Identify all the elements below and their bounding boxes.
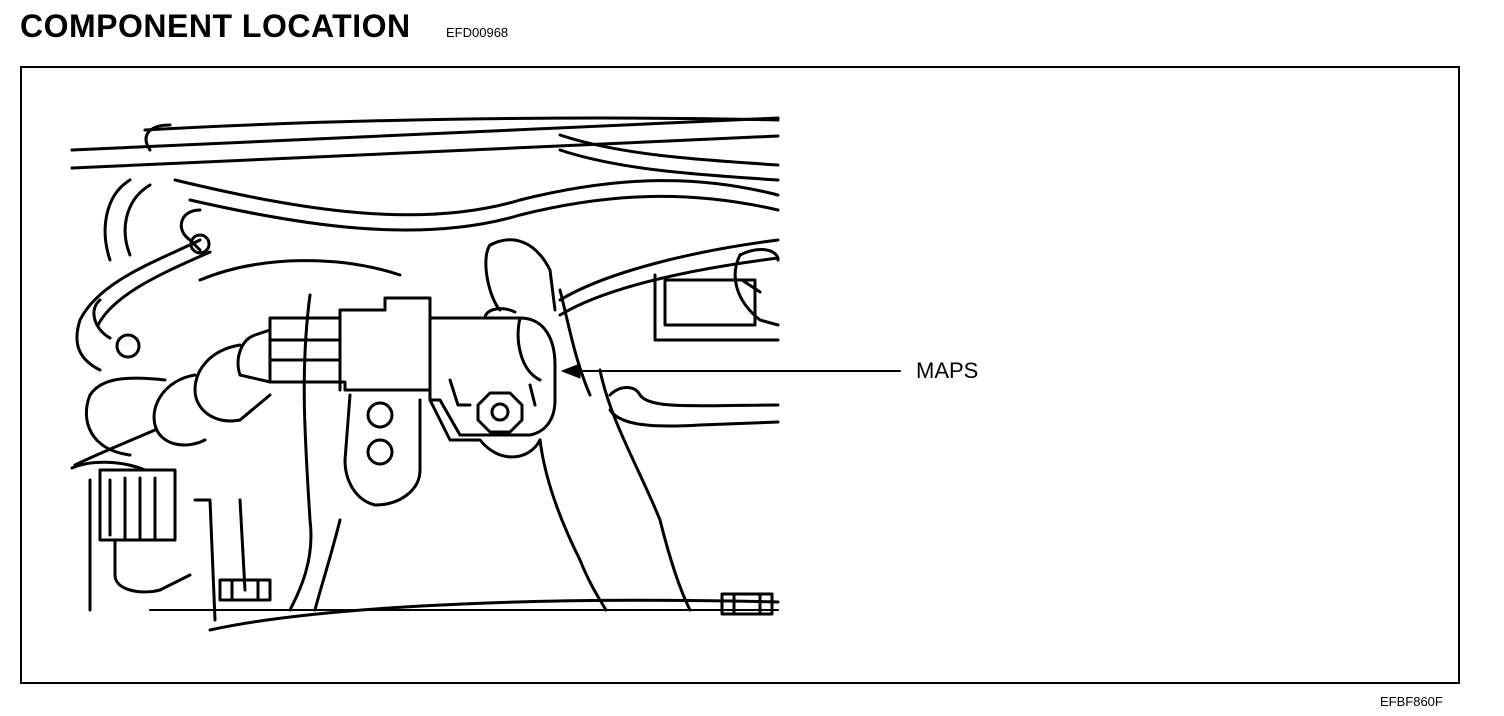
right-components bbox=[608, 248, 780, 428]
diagram-frame bbox=[20, 66, 1460, 684]
mounting-bolt bbox=[476, 391, 524, 434]
connector-and-harness bbox=[73, 328, 272, 467]
hex-nuts bbox=[218, 578, 774, 616]
intake-manifold-body bbox=[149, 238, 780, 632]
figure-code: EFBF860F bbox=[1380, 694, 1443, 709]
page-title: COMPONENT LOCATION bbox=[20, 8, 411, 44]
lower-left-parts bbox=[70, 460, 247, 622]
document-code: EFD00968 bbox=[446, 25, 509, 40]
maps-leader-arrow bbox=[561, 363, 901, 379]
maps-callout-label: MAPS bbox=[916, 358, 979, 383]
fuel-lines-upper bbox=[70, 116, 780, 232]
vacuum-tubes-left bbox=[75, 178, 212, 372]
maps-sensor bbox=[268, 296, 557, 507]
